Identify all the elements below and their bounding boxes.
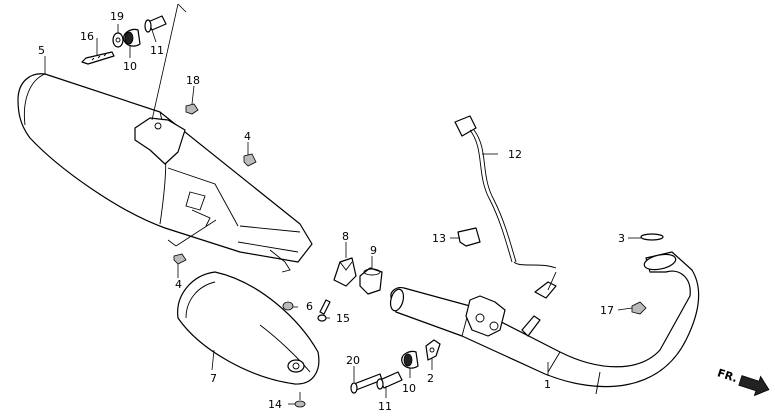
front-arrow-icon <box>738 375 770 397</box>
nut-18-part <box>185 103 199 115</box>
front-label: FR. <box>716 366 739 385</box>
bolt-14-part <box>294 392 306 408</box>
callout-13: 13 <box>432 232 446 245</box>
callout-4-lower: 4 <box>175 278 182 291</box>
callout-12: 12 <box>508 148 522 161</box>
callout-2: 2 <box>427 372 434 385</box>
callout-1: 1 <box>544 378 551 391</box>
callout-15: 15 <box>336 312 350 325</box>
callout-7: 7 <box>210 372 217 385</box>
nut-17-part <box>631 301 647 315</box>
exhaust-pipe-part <box>389 251 700 395</box>
callout-8: 8 <box>342 230 349 243</box>
callout-3: 3 <box>618 232 625 245</box>
clamp-part <box>457 227 481 247</box>
callout-9: 9 <box>370 244 377 257</box>
gasket-part <box>640 233 664 241</box>
lower-hardware-group <box>350 339 441 394</box>
callout-11-bottom: 11 <box>378 400 392 413</box>
clamp-8-part <box>333 257 357 287</box>
callout-16: 16 <box>80 30 94 43</box>
callout-11-top: 11 <box>150 44 164 57</box>
washer-6-part <box>282 301 294 311</box>
callout-4-upper: 4 <box>244 130 251 143</box>
gasket-9-part <box>359 267 383 295</box>
callout-14: 14 <box>268 398 282 411</box>
leader-lines <box>44 24 642 405</box>
callout-19: 19 <box>110 10 124 23</box>
front-indicator: FR. <box>716 366 770 397</box>
callout-18: 18 <box>186 74 200 87</box>
heat-shield-part <box>177 271 320 385</box>
callout-20: 20 <box>346 354 360 367</box>
callout-10-top: 10 <box>123 60 137 73</box>
muffler-part <box>17 73 313 273</box>
callout-17: 17 <box>600 304 614 317</box>
callout-6: 6 <box>306 300 313 313</box>
nut-4-lower-part <box>173 253 187 265</box>
top-hardware-group <box>81 3 187 121</box>
nut-4-upper-part <box>243 153 257 167</box>
callout-10-bottom: 10 <box>402 382 416 395</box>
o2-sensor-wire-part <box>454 115 557 299</box>
callout-labels: 1 2 3 4 4 5 6 7 8 9 10 10 11 11 12 13 14… <box>38 10 625 413</box>
callout-5: 5 <box>38 44 45 57</box>
